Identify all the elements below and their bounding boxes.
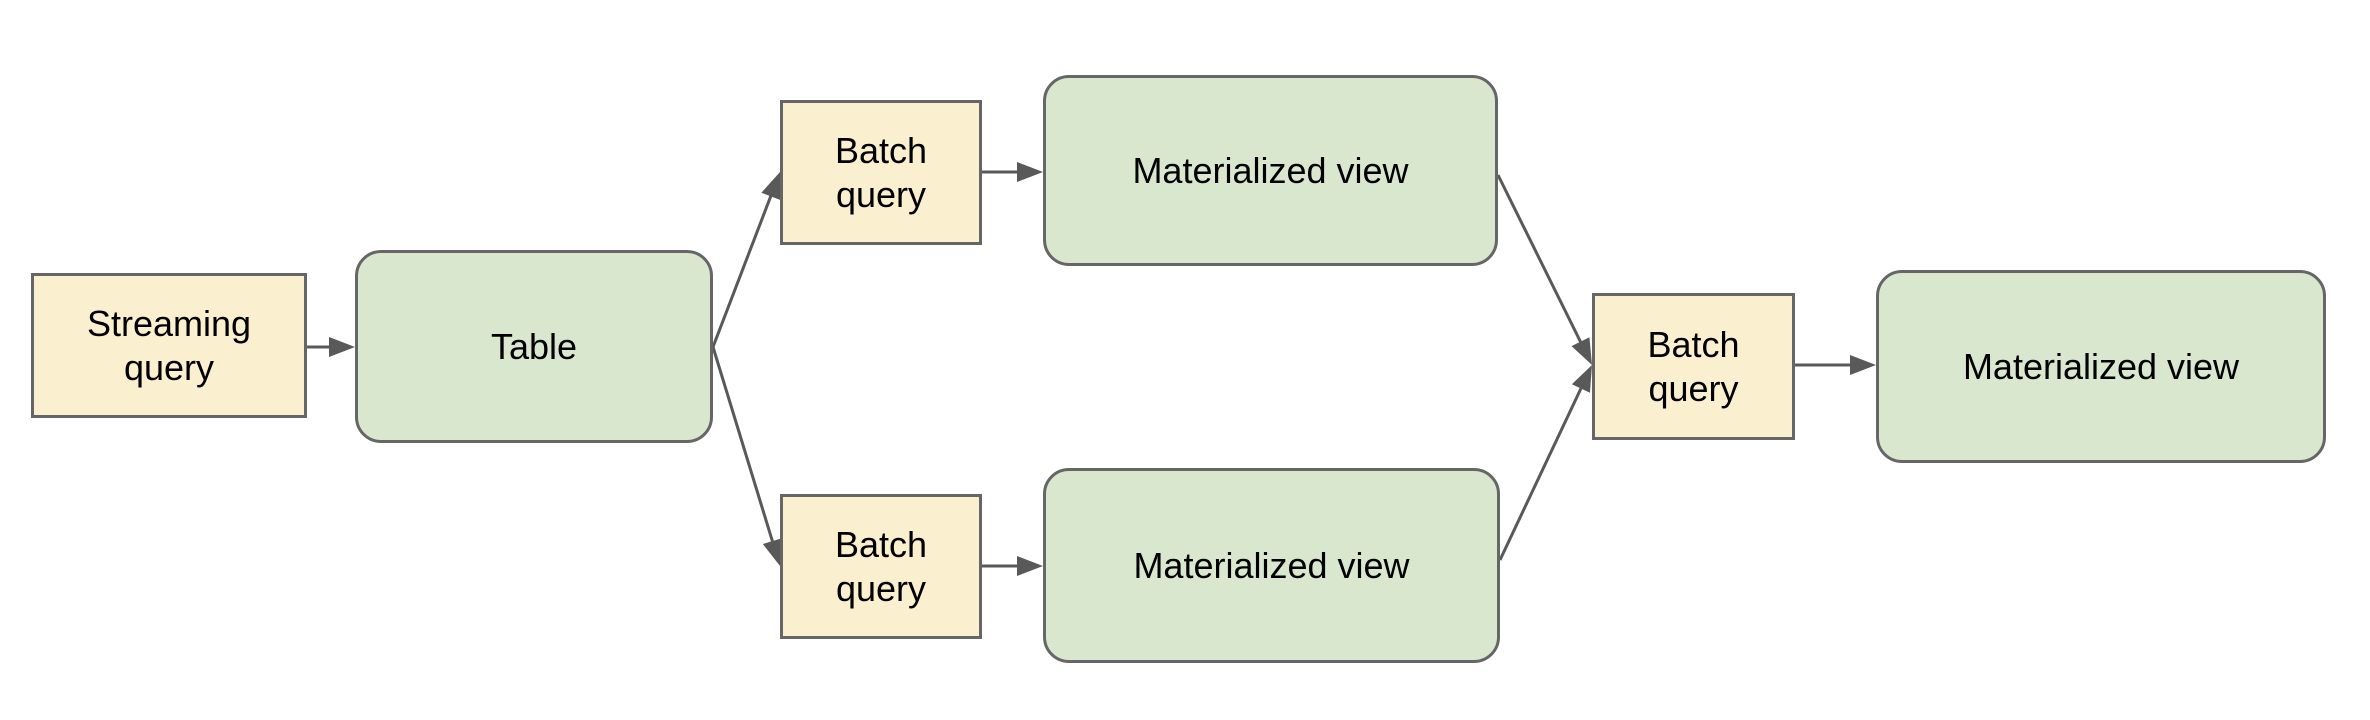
node-batch-query-top[interactable]: Batch query bbox=[780, 100, 982, 245]
node-streaming-query[interactable]: Streaming query bbox=[31, 273, 307, 418]
node-batch-query-bottom-label: Batch query bbox=[834, 523, 928, 609]
node-batch-query-bottom[interactable]: Batch query bbox=[780, 494, 982, 639]
edge-merge-to-final-view-arrowhead-icon bbox=[1850, 355, 1876, 375]
edge-view-bottom-to-merge bbox=[1498, 365, 1592, 561]
node-table[interactable]: Table bbox=[355, 250, 713, 443]
edge-streaming-to-table-arrowhead-icon bbox=[329, 337, 355, 357]
node-batch-query-top-label: Batch query bbox=[834, 129, 928, 215]
node-batch-query-merge[interactable]: Batch query bbox=[1592, 293, 1795, 440]
edge-view-bottom-to-merge-line bbox=[1498, 386, 1584, 561]
edge-batch-top-to-view-top-arrowhead-icon bbox=[1017, 162, 1043, 182]
edge-table-to-batch-top-arrowhead-icon bbox=[761, 172, 781, 200]
node-table-label: Table bbox=[490, 325, 578, 367]
edge-merge-to-final-view bbox=[1795, 355, 1876, 375]
node-materialized-view-bottom[interactable]: Materialized view bbox=[1043, 468, 1500, 663]
node-batch-query-merge-label: Batch query bbox=[1647, 323, 1740, 409]
edge-streaming-to-table bbox=[307, 337, 355, 357]
edge-view-top-to-merge-line bbox=[1496, 174, 1583, 345]
node-materialized-view-final[interactable]: Materialized view bbox=[1876, 270, 2326, 463]
edge-batch-bottom-to-view-bottom bbox=[982, 556, 1043, 576]
node-materialized-view-final-label: Materialized view bbox=[1962, 345, 2240, 387]
edge-table-to-batch-bottom-line bbox=[711, 346, 775, 544]
edge-view-top-to-merge-arrowhead-icon bbox=[1571, 337, 1592, 365]
node-streaming-query-label: Streaming query bbox=[86, 302, 252, 388]
node-materialized-view-bottom-label: Materialized view bbox=[1133, 544, 1410, 586]
edge-table-to-batch-top bbox=[711, 172, 781, 348]
edge-view-top-to-merge bbox=[1496, 174, 1592, 365]
node-materialized-view-top-label: Materialized view bbox=[1132, 149, 1409, 191]
edge-view-bottom-to-merge-arrowhead-icon bbox=[1571, 365, 1592, 393]
node-materialized-view-top[interactable]: Materialized view bbox=[1043, 75, 1498, 266]
edge-table-to-batch-top-line bbox=[711, 193, 773, 348]
edge-batch-bottom-to-view-bottom-arrowhead-icon bbox=[1017, 556, 1043, 576]
edge-table-to-batch-bottom bbox=[711, 346, 782, 566]
edge-batch-top-to-view-top bbox=[982, 162, 1043, 182]
